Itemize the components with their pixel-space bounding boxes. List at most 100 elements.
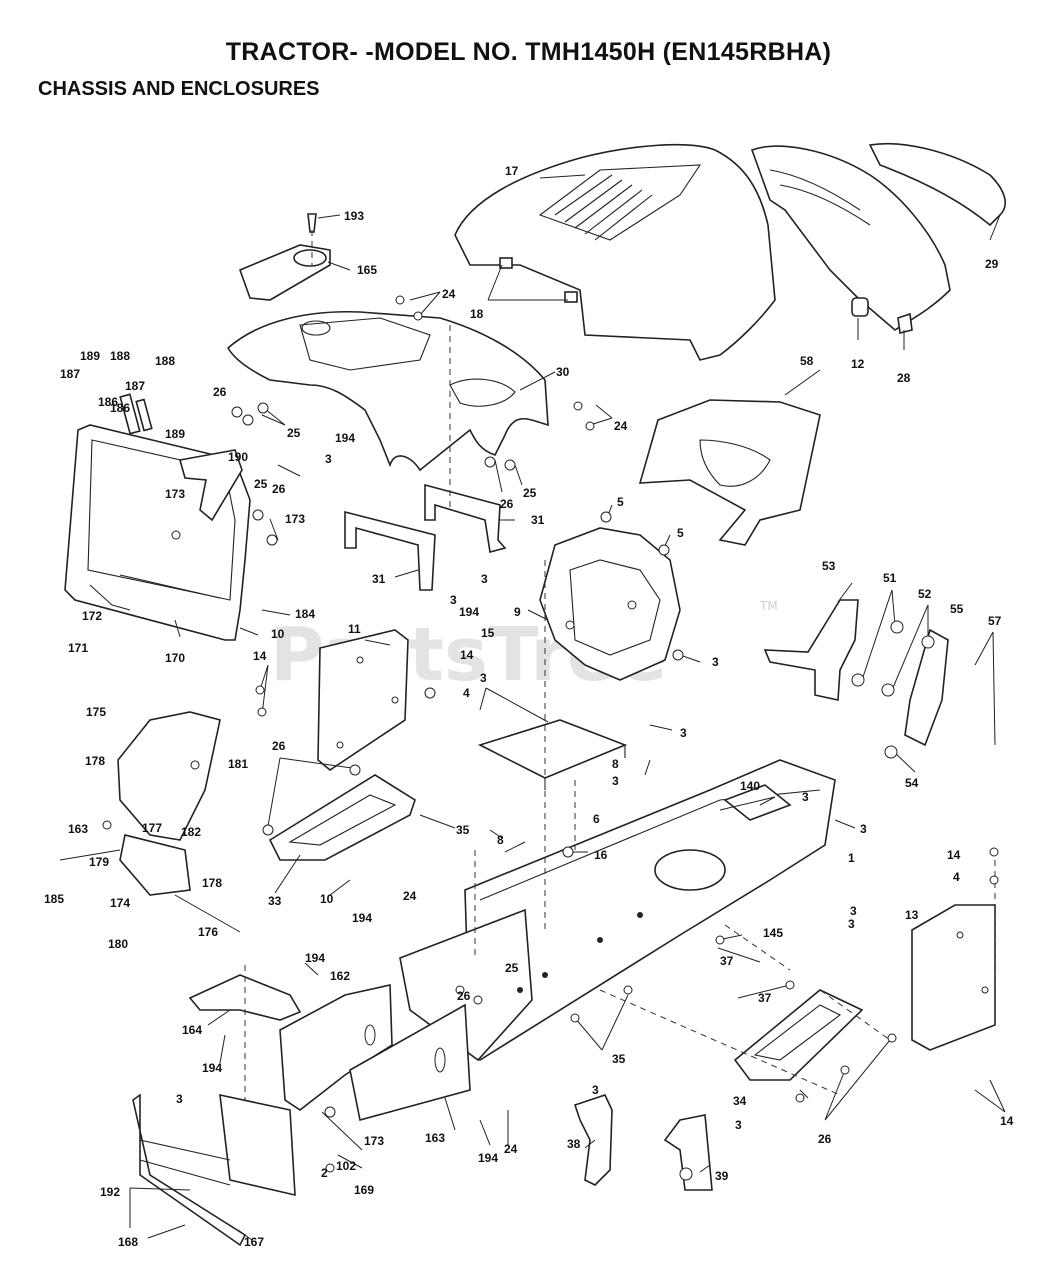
callout-label: 18 bbox=[470, 307, 484, 321]
callout-label: 4 bbox=[953, 870, 960, 884]
callout-label: 24 bbox=[403, 889, 417, 903]
dash-panel-part bbox=[64, 393, 251, 641]
callout-label: 190 bbox=[228, 450, 248, 464]
callout-label: 14 bbox=[460, 648, 474, 662]
callout-label: 181 bbox=[228, 757, 248, 771]
callout-label: 33 bbox=[268, 894, 282, 908]
callout-label: 28 bbox=[897, 371, 911, 385]
callout-label: 3 bbox=[176, 1092, 183, 1106]
callout-label: 3 bbox=[802, 790, 809, 804]
callout-label: 171 bbox=[68, 641, 88, 655]
callout-label: 34 bbox=[733, 1094, 747, 1108]
callout-label: 35 bbox=[612, 1052, 626, 1066]
callout-label: 24 bbox=[504, 1142, 518, 1156]
assembly-lines bbox=[244, 230, 996, 1100]
callout-label: 26 bbox=[272, 739, 286, 753]
callout-label: 2 bbox=[321, 1166, 328, 1180]
callout-label: 165 bbox=[357, 263, 377, 277]
callout-label: 11 bbox=[348, 622, 361, 636]
callout-label: 55 bbox=[950, 602, 964, 616]
callout-label: 54 bbox=[905, 776, 919, 790]
callout-label: 185 bbox=[44, 892, 64, 906]
callout-label: 3 bbox=[680, 726, 687, 740]
callout-label: 3 bbox=[712, 655, 719, 669]
callout-label: 26 bbox=[457, 989, 471, 1003]
callout-label: 25 bbox=[254, 477, 268, 491]
callout-label: 163 bbox=[425, 1131, 445, 1145]
callout-label: 3 bbox=[480, 671, 487, 685]
callout-label: 3 bbox=[592, 1083, 599, 1097]
callout-label: 186 bbox=[110, 401, 130, 415]
callout-label: 189 bbox=[165, 427, 185, 441]
callout-label: 180 bbox=[108, 937, 128, 951]
callout-label: 26 bbox=[272, 482, 286, 496]
callout-label: 164 bbox=[182, 1023, 202, 1037]
callout-label: 53 bbox=[822, 559, 836, 573]
front-bumper-part bbox=[132, 1093, 296, 1247]
front-plate-part bbox=[188, 974, 302, 1021]
callout-label: 177 bbox=[142, 821, 162, 835]
grille-part bbox=[750, 142, 1006, 334]
leader-lines bbox=[89, 174, 1006, 1241]
callout-label: 192 bbox=[100, 1185, 120, 1199]
callout-label: 6 bbox=[593, 812, 600, 826]
watermark-tm: TM bbox=[759, 599, 778, 613]
callout-label: 58 bbox=[800, 354, 814, 368]
callout-labels: 193 165 17 18 29 12 28 24 30 26 25 24 58… bbox=[44, 164, 1014, 1249]
callout-label: 8 bbox=[497, 833, 504, 847]
callout-label: 178 bbox=[85, 754, 105, 768]
callout-label: 187 bbox=[60, 367, 80, 381]
callout-label: 14 bbox=[253, 649, 267, 663]
callout-label: 39 bbox=[715, 1169, 729, 1183]
section-title: CHASSIS AND ENCLOSURES bbox=[38, 78, 320, 100]
callout-label: 5 bbox=[617, 495, 624, 509]
callout-label: 14 bbox=[1000, 1114, 1014, 1128]
callout-label: 3 bbox=[860, 822, 867, 836]
side-panel-left-part bbox=[317, 629, 409, 771]
side-panel-right-part bbox=[911, 904, 996, 1051]
callout-label: 173 bbox=[165, 487, 185, 501]
callout-label: 162 bbox=[330, 969, 350, 983]
callout-label: 24 bbox=[614, 419, 628, 433]
battery-box-part bbox=[539, 527, 681, 681]
callout-label: 182 bbox=[181, 825, 201, 839]
shift-bracket-part bbox=[59, 711, 241, 933]
callout-label: 3 bbox=[481, 572, 488, 586]
brake-bracket-part bbox=[573, 1094, 713, 1191]
hood-part bbox=[454, 143, 776, 361]
footrest-right-part bbox=[733, 989, 864, 1081]
callout-label: 15 bbox=[481, 626, 495, 640]
callout-label: 14 bbox=[947, 848, 961, 862]
callout-label: 5 bbox=[677, 526, 684, 540]
callout-label: 25 bbox=[523, 486, 537, 500]
callout-label: 4 bbox=[463, 686, 470, 700]
callout-label: 167 bbox=[244, 1235, 264, 1249]
callout-label: 193 bbox=[344, 209, 364, 223]
callout-label: 25 bbox=[505, 961, 519, 975]
callout-label: 186 bbox=[98, 395, 118, 409]
callout-label: 3 bbox=[735, 1118, 742, 1132]
callout-label: 178 bbox=[202, 876, 222, 890]
battery-plate-part bbox=[477, 719, 628, 790]
callout-label: 24 bbox=[442, 287, 456, 301]
front-side-plate-part bbox=[279, 984, 471, 1121]
page-title: TRACTOR- -MODEL NO. TMH1450H (EN145RBHA) bbox=[225, 38, 832, 66]
callout-label: 52 bbox=[918, 587, 932, 601]
callout-label: 187 bbox=[125, 379, 145, 393]
callout-label: 179 bbox=[89, 855, 109, 869]
footrest-left-part bbox=[268, 774, 416, 861]
callout-label: 37 bbox=[720, 954, 734, 968]
callout-label: 3 bbox=[850, 904, 857, 918]
callout-label: 31 bbox=[372, 572, 386, 586]
callout-label: 188 bbox=[155, 354, 175, 368]
callout-label: 29 bbox=[985, 257, 999, 271]
callout-label: 173 bbox=[285, 512, 305, 526]
callout-label: 194 bbox=[202, 1061, 222, 1075]
callout-label: 194 bbox=[459, 605, 479, 619]
callout-label: 163 bbox=[68, 822, 88, 836]
callout-label: 189 bbox=[80, 349, 100, 363]
callout-label: 3 bbox=[612, 774, 619, 788]
callout-label: 38 bbox=[567, 1137, 581, 1151]
fender-part bbox=[226, 310, 549, 472]
